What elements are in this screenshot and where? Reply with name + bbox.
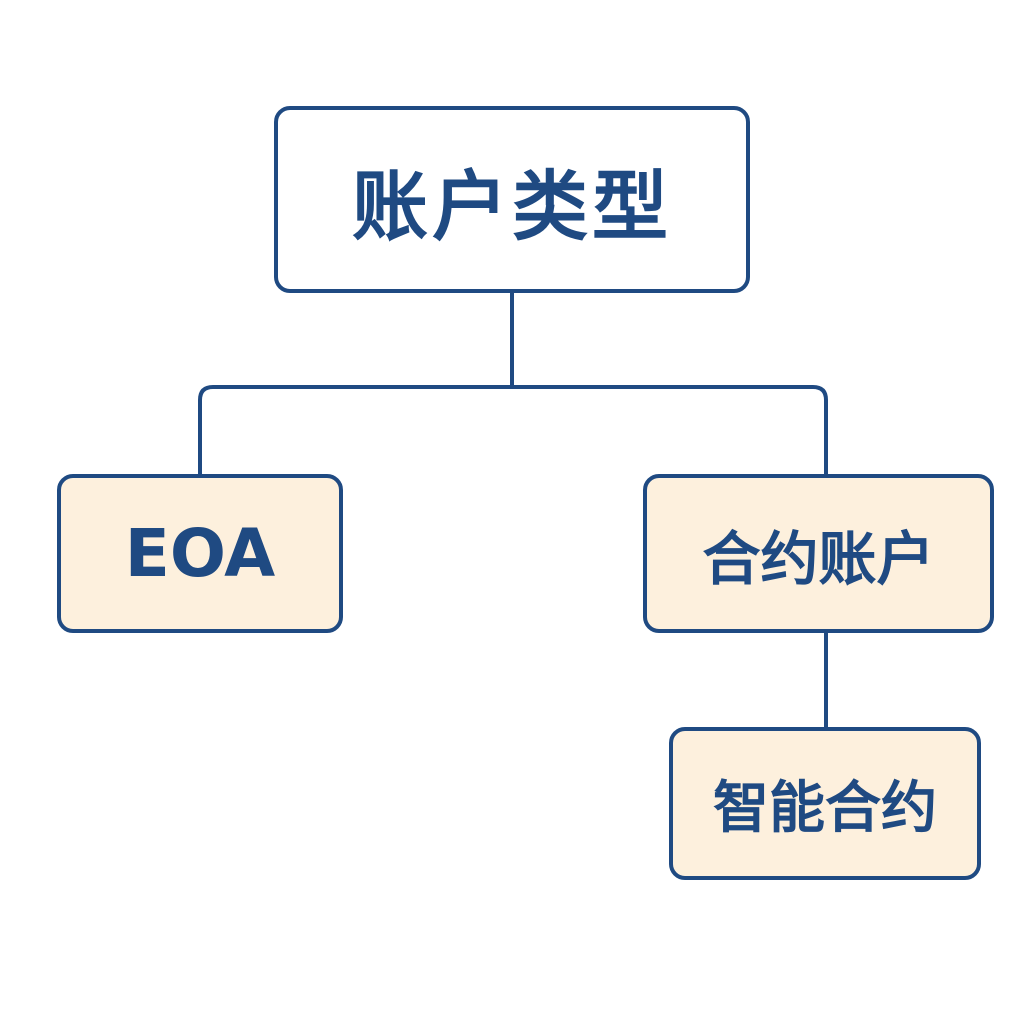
node-contract-account-label: 合约账户 [702,524,935,593]
node-eoa: EOA [57,474,343,633]
node-smart-contract-label: 智能合约 [713,776,937,841]
connector-branch [198,385,828,474]
root-node-account-types: 账户类型 [274,106,750,293]
node-contract-account: 合约账户 [643,474,994,633]
node-eoa-label: EOA [124,515,276,592]
node-smart-contract: 智能合约 [669,727,981,880]
root-node-label: 账户类型 [352,161,672,251]
